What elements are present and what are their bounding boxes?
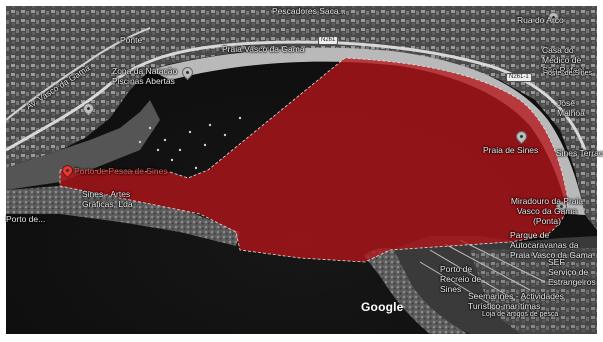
place-label[interactable]: Parque de Autocaravanas da Praia Vasco d…: [510, 230, 593, 260]
place-label[interactable]: Porto de Pesca de Sines: [74, 166, 168, 176]
place-label[interactable]: Hostel de Sines: [543, 70, 593, 77]
place-label[interactable]: Miradouro da Praia Vasco da Gama (Ponta): [510, 196, 584, 226]
place-label[interactable]: Loja de artigos de pesca: [482, 311, 559, 318]
place-label[interactable]: Sines Terrace: [556, 148, 603, 158]
place-label[interactable]: Ponte: [120, 35, 143, 45]
place-label[interactable]: Praia de Sines: [483, 145, 539, 155]
highlighted-area: [59, 57, 568, 263]
place-label[interactable]: Zona da Natação Piscinas Abertas: [112, 66, 178, 86]
beach: [150, 47, 585, 216]
harbour-land: [6, 100, 160, 190]
place-label[interactable]: Pescadores Saca...: [272, 6, 346, 16]
right-breakwater: [364, 248, 468, 334]
place-label[interactable]: SEF - Serviço de Estrangeiros: [548, 257, 596, 287]
place-label[interactable]: Porto de...: [6, 214, 46, 224]
road-shield-icon: N261: [318, 36, 339, 45]
place-label[interactable]: Seemarines - Actividades Turístico-marít…: [468, 291, 564, 311]
place-label[interactable]: Praia Vasco da Gama: [222, 44, 305, 54]
marina-pontoons: [419, 239, 546, 311]
place-label[interactable]: José Malhoa: [557, 98, 585, 118]
place-label[interactable]: Rua do Arco: [517, 15, 564, 25]
left-breakwater: [6, 186, 240, 246]
road-shield-icon: N261-1: [506, 73, 532, 82]
place-label[interactable]: Sines - Artes Gráficas, Lda: [82, 189, 133, 209]
boats: [138, 116, 242, 170]
place-label[interactable]: Casa do Médico de São Rafael: [542, 45, 585, 75]
google-attribution: Google: [361, 300, 404, 314]
place-label[interactable]: Porto de Recreio de Sines: [440, 264, 482, 294]
